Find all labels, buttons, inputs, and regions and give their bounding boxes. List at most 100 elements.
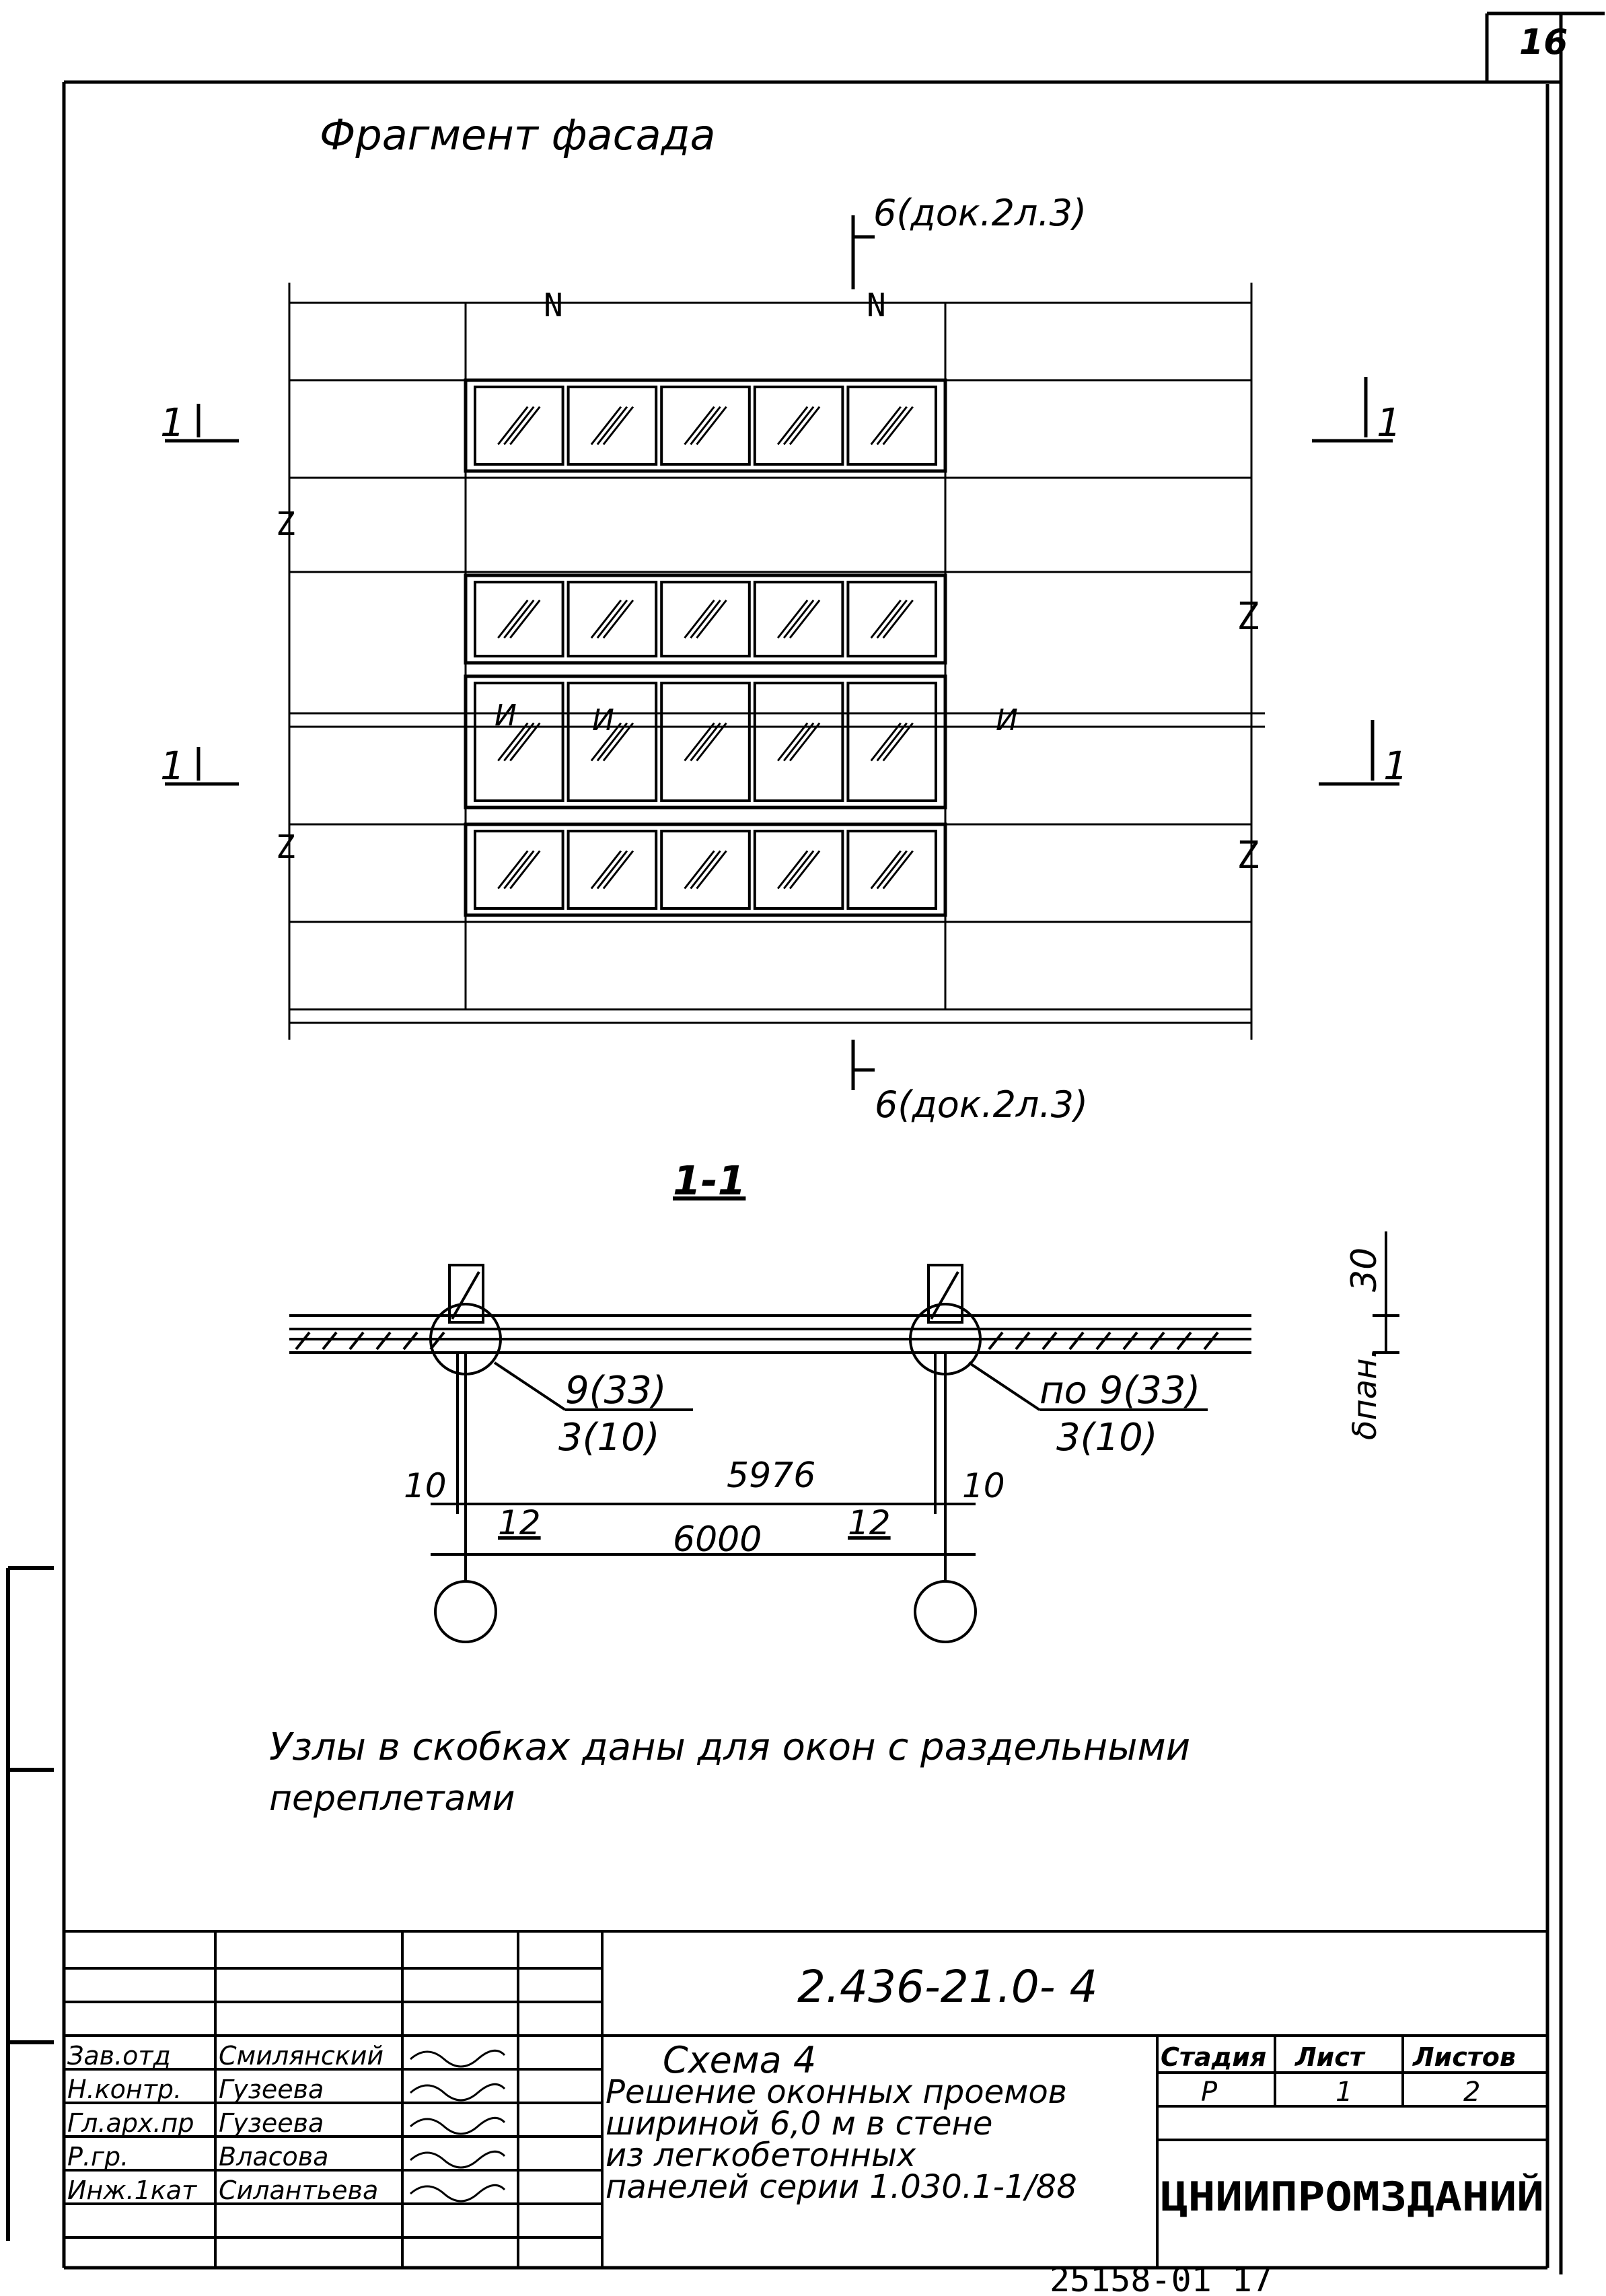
window-pane — [474, 830, 564, 910]
glass-hatch — [776, 850, 809, 890]
break-mark-left-lower: Z — [276, 828, 295, 866]
window-frame — [464, 378, 947, 473]
cut-mark-left-upper: 1 — [160, 400, 185, 445]
glass-hatch — [690, 850, 721, 890]
dim-right-offset: 10 — [962, 1466, 1005, 1505]
glass-hatch — [776, 600, 809, 639]
handwritten-signature — [410, 2049, 506, 2068]
signature-name: Силантьева — [219, 2176, 378, 2205]
footer-code: 25158-01 17 — [1050, 2260, 1272, 2296]
cut-mark-left-lower: 1 — [160, 743, 185, 789]
glass-hatch — [684, 600, 715, 639]
window-pane — [846, 386, 938, 466]
cut-mark-right-upper: 1 — [1377, 400, 1401, 445]
break-mark-right-lower: Z — [1237, 834, 1260, 877]
glass-hatch — [882, 600, 914, 639]
drawing-title: Фрагмент фасада — [320, 110, 716, 159]
glass-hatch — [690, 600, 721, 639]
glass-hatch — [590, 406, 622, 445]
section-ref-bottom: 6(док.2л.3) — [875, 1083, 1088, 1126]
glass-hatch — [882, 722, 914, 762]
glass-hatch — [696, 600, 727, 639]
glass-hatch — [782, 850, 815, 890]
section-title: 1-1 — [673, 1157, 745, 1205]
window-pane — [567, 581, 658, 657]
stage-header: Стадия — [1161, 2042, 1266, 2072]
facade-fragment: N N Z Z Z Z И И И 6(док.2л.3) 6(док.2л.3… — [160, 192, 1408, 1126]
window-pane — [474, 682, 564, 802]
glass-hatch — [590, 600, 622, 639]
section-plan: 9(33) 3(10) по 9(33) 3(10) 5976 6000 10 … — [289, 1231, 1399, 1643]
glass-hatch — [782, 600, 815, 639]
window-pane — [474, 386, 564, 466]
glass-hatch — [870, 722, 902, 762]
glass-hatch — [789, 850, 821, 890]
glass-hatch — [876, 406, 908, 445]
glass-hatch — [602, 406, 634, 445]
window-frame — [464, 822, 947, 917]
window-pane — [846, 581, 938, 657]
window-pane — [660, 581, 751, 657]
signature-name: Гузеева — [219, 2075, 324, 2104]
dim-left-offset: 10 — [404, 1466, 447, 1505]
description-line-4: панелей серии 1.030.1-1/88 — [606, 2168, 1077, 2206]
description-line-3: из легкобетонных — [606, 2137, 916, 2174]
binding-strip — [6, 1566, 54, 2241]
node-right-bottom: 3(10) — [1056, 1416, 1158, 1460]
scheme-title: Схема 4 — [663, 2039, 816, 2081]
signature-role: Инж.1кат — [67, 2176, 198, 2205]
glass-hatch — [782, 406, 815, 445]
glass-hatch — [690, 722, 721, 762]
glass-hatch — [596, 850, 628, 890]
glass-hatch — [684, 722, 715, 762]
signature-role: Н.контр. — [67, 2075, 182, 2104]
dim-inner: 5976 — [727, 1456, 815, 1496]
signature-role: Р.гр. — [67, 2142, 129, 2172]
note-line-2: переплетами — [269, 1779, 515, 1819]
glass-hatch — [876, 722, 908, 762]
node-left-top: 9(33) — [565, 1369, 667, 1412]
dim-right-gap: 12 — [848, 1503, 891, 1542]
glass-hatch — [503, 406, 535, 445]
glass-hatch — [870, 850, 902, 890]
break-mark-right-upper: Z — [1237, 595, 1260, 639]
sheets-header: Листов — [1412, 2042, 1516, 2072]
glass-hatch — [882, 406, 914, 445]
section-ref-top: 6(док.2л.3) — [873, 192, 1087, 234]
break-mark-top-left: N — [544, 287, 563, 324]
signature-name: Гузеева — [219, 2108, 324, 2138]
glass-hatch — [590, 850, 622, 890]
organization: ЦНИИПРОМЗДАНИЙ — [1161, 2172, 1544, 2221]
glass-hatch — [509, 850, 541, 890]
glass-hatch — [782, 722, 815, 762]
break-mark-mid-2: И — [592, 703, 614, 738]
glass-hatch — [596, 722, 628, 762]
signature-name: Смилянский — [219, 2041, 384, 2071]
sheet-frame — [62, 11, 1605, 2274]
glass-hatch — [684, 406, 715, 445]
glass-hatch — [503, 850, 535, 890]
window-pane — [567, 682, 658, 802]
glass-hatch — [596, 600, 628, 639]
window-pane — [753, 830, 844, 910]
signature-name: Власова — [219, 2142, 328, 2172]
height-dim: 30 — [1344, 1248, 1385, 1292]
glass-hatch — [876, 850, 908, 890]
break-mark-top-right: N — [867, 287, 886, 324]
window-group — [464, 378, 947, 917]
window-pane — [567, 830, 658, 910]
cut-mark-right-lower: 1 — [1383, 743, 1408, 789]
handwritten-signature — [410, 2150, 506, 2169]
break-mark-left-upper: Z — [276, 505, 295, 543]
glass-hatch — [684, 850, 715, 890]
window-pane — [474, 581, 564, 657]
note-line-1: Узлы в скобках даны для окон с раздельны… — [269, 1725, 1190, 1769]
glass-hatch — [509, 406, 541, 445]
document-code: 2.436-21.0- 4 — [797, 1961, 1098, 2013]
glass-hatch — [497, 600, 529, 639]
dim-left-gap: 12 — [498, 1503, 541, 1542]
glass-hatch — [509, 722, 541, 762]
window-pane — [753, 581, 844, 657]
